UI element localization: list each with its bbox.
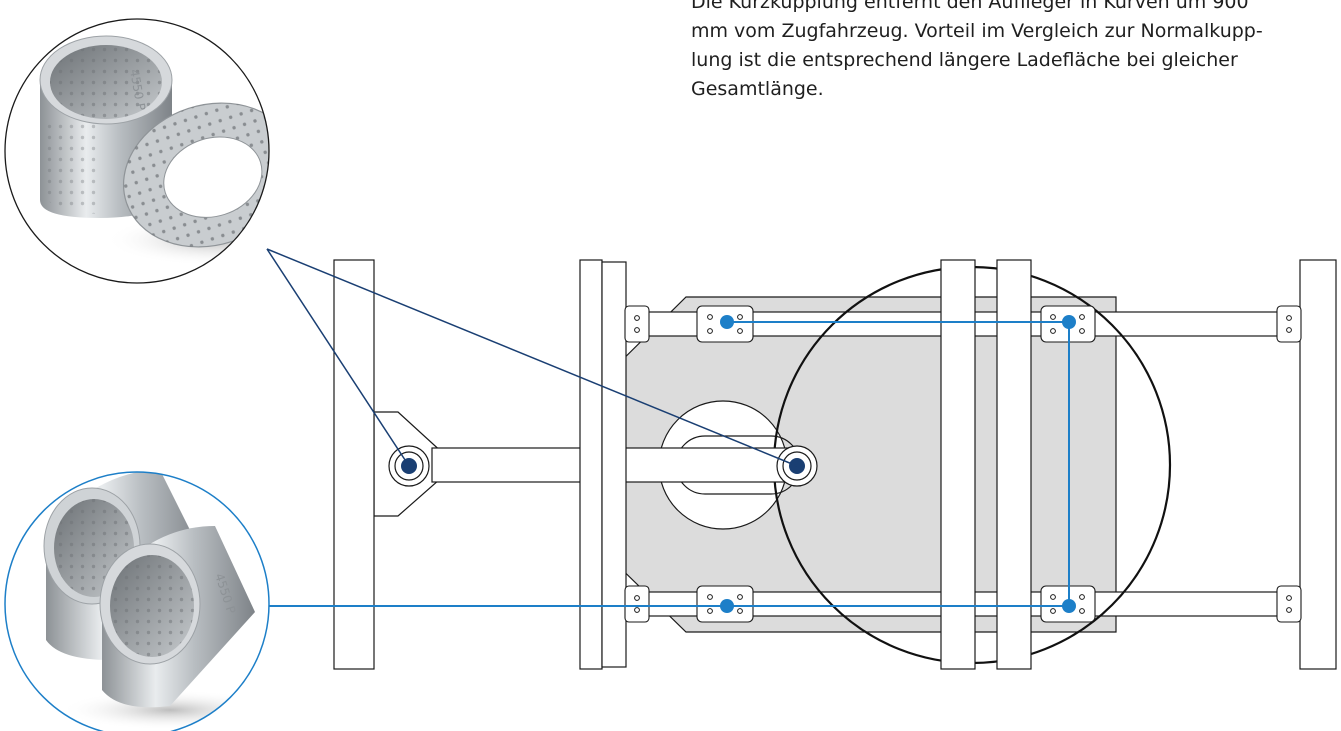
cross-member-2: [579, 259, 603, 670]
mount-plate-left-top: [624, 305, 650, 343]
mount-plate-rear-top: [1276, 305, 1302, 343]
cross-member-rear: [1299, 259, 1337, 670]
cross-member-4: [996, 259, 1032, 670]
detail-bushings: 4550 P: [4, 471, 270, 731]
description-line-3: lung ist die entsprechend längere Ladefl…: [691, 49, 1238, 71]
mount-plate-left-bottom: [624, 585, 650, 623]
bushing-connection-lines: [266, 321, 1070, 607]
detail-bushing-washer: 4550 P: [4, 18, 270, 284]
description-line-4: Gesamtlänge.: [691, 78, 824, 100]
bushing-points: [720, 315, 1076, 613]
description-line-2: mm vom Zugfahrzeug. Vorteil im Vergleich…: [691, 20, 1263, 42]
cross-member-3: [940, 259, 976, 670]
cross-member-front: [333, 259, 375, 670]
description-text: Die Kurzkupplung entfernt den Auflieger …: [691, 0, 1321, 104]
description-line-1: Die Kurzkupplung entfernt den Auflieger …: [691, 0, 1249, 13]
mount-plate-rear-bottom: [1276, 585, 1302, 623]
pivot-callout-lines: [266, 248, 798, 467]
cross-member-2b: [601, 261, 627, 668]
